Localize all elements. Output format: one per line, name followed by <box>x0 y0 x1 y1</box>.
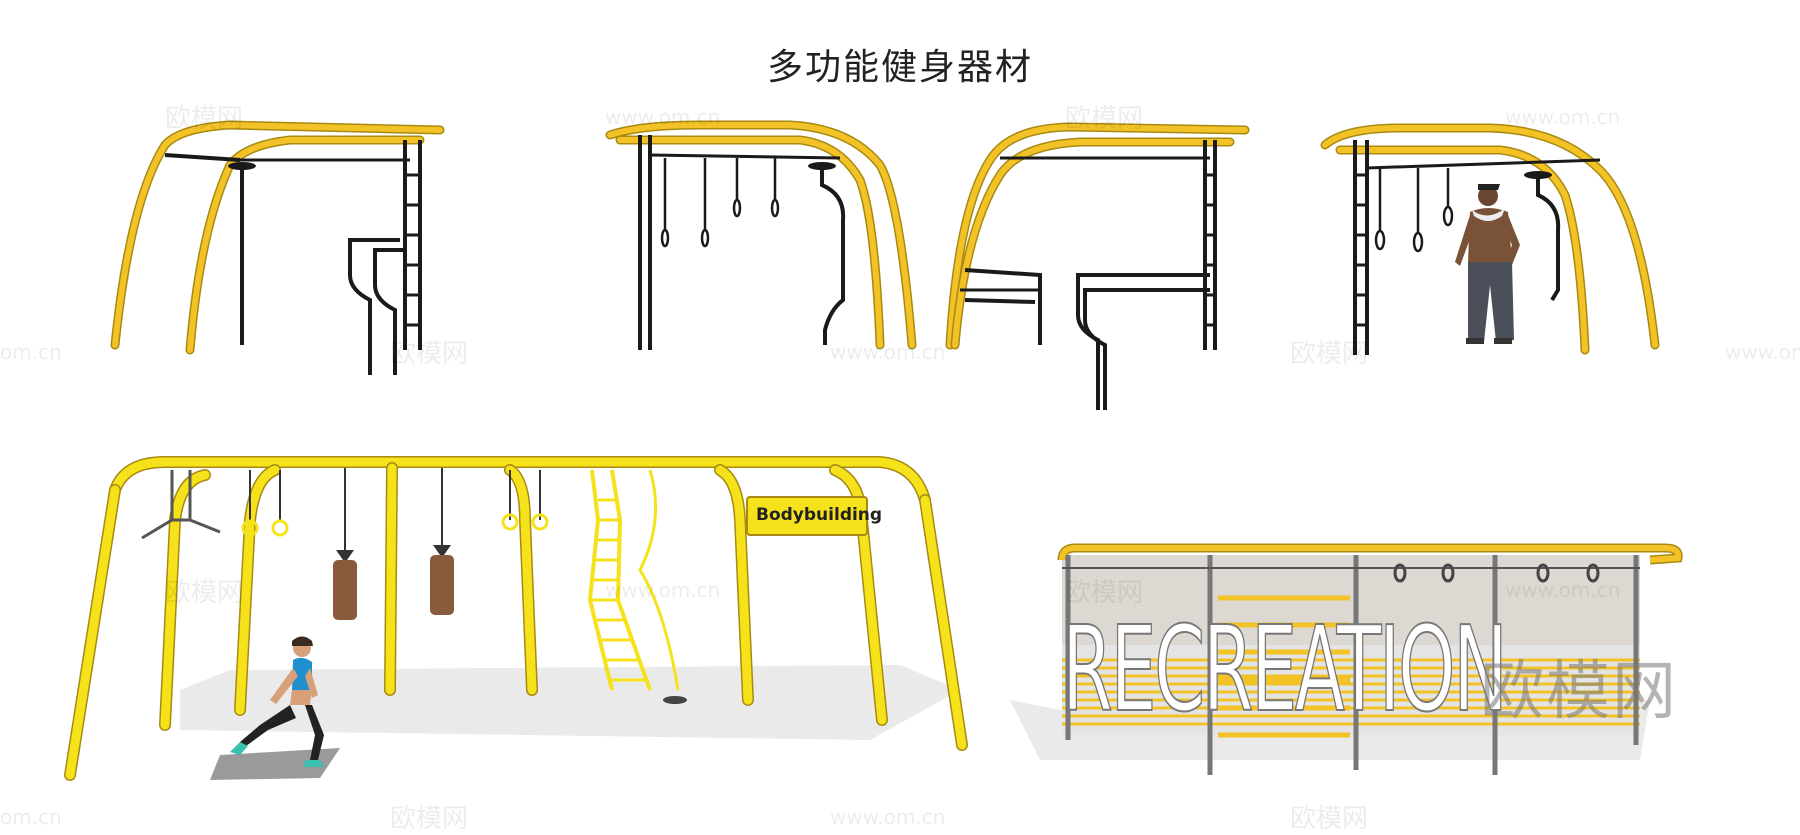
watermark: www.om.cn <box>605 105 721 129</box>
recreation-rig <box>1010 543 1683 775</box>
watermark: 欧模网 <box>165 578 244 608</box>
rig-3 <box>945 122 1250 410</box>
watermark: 欧模网 <box>1065 578 1144 608</box>
watermark: www.om.cn <box>1505 578 1621 602</box>
watermark: www.om.cn <box>830 805 946 829</box>
watermark: 欧模网 <box>1290 339 1369 369</box>
rig-2 <box>605 120 917 350</box>
bodybuilding-sign: Bodybuilding <box>756 505 883 525</box>
watermark: om.cn <box>0 805 62 829</box>
watermark: www.om.cn <box>830 340 946 364</box>
watermark: 欧模网 <box>1290 804 1369 834</box>
rig-4 <box>1320 123 1660 355</box>
rig-1 <box>110 120 445 375</box>
watermark: www.om.cn <box>1505 105 1621 129</box>
watermark: www.om.cn <box>1725 340 1800 364</box>
bodybuilding-rig <box>64 456 968 781</box>
watermark: 欧模网 <box>390 804 469 834</box>
page-title: 多功能健身器材 <box>766 47 1033 88</box>
woman-figure <box>230 636 324 767</box>
watermark-logo: 欧模网 <box>1480 655 1678 729</box>
recreation-panel-text: RECREATION <box>1061 599 1508 739</box>
watermark: 欧模网 <box>1065 104 1144 134</box>
watermark: 欧模网 <box>165 104 244 134</box>
watermark: om.cn <box>0 340 62 364</box>
man-figure <box>1455 184 1520 344</box>
watermark: 欧模网 <box>390 339 469 369</box>
watermark: www.om.cn <box>605 578 721 602</box>
